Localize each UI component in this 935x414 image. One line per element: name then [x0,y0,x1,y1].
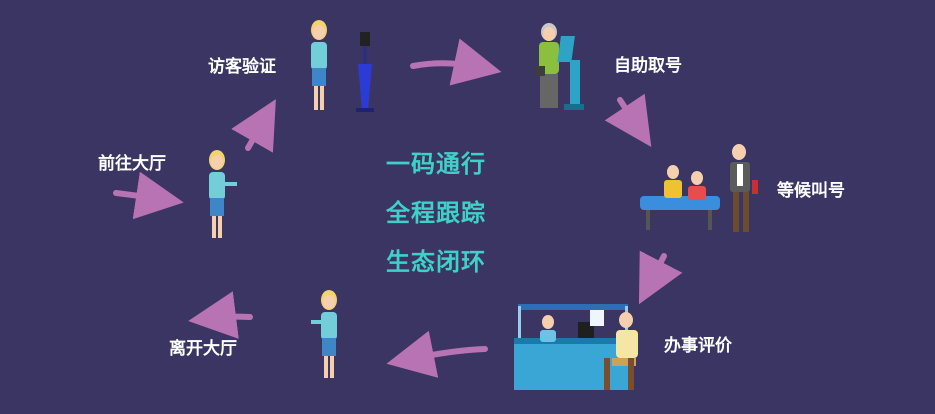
arrow-enter [113,171,184,220]
arrow-to-ticket [410,38,502,86]
woman-figure-exit [311,290,337,378]
step-label-service-review: 办事评价 [664,336,732,356]
arrow-to-exit-left [386,330,488,378]
step-label-enter-hall: 前往大厅 [98,154,166,174]
ticket-kiosk-scene [535,23,584,110]
woman-figure-entrance [209,150,237,238]
step-label-self-ticket: 自助取号 [614,56,682,76]
woman-figure-verify [311,20,327,110]
step-label-visitor-verify: 访客验证 [208,57,276,77]
service-counter-scene [514,304,638,390]
arrow-to-verify [231,99,276,153]
step-label-leave-hall: 离开大厅 [169,339,237,359]
slogan-line-1: 一码通行 [386,150,486,178]
arrow-leave [188,291,253,339]
step-label-wait-call: 等候叫号 [777,181,845,201]
waiting-area-scene [640,144,758,232]
slogan-line-3: 生态闭环 [386,248,486,276]
slogan-line-2: 全程跟踪 [386,199,486,227]
arrow-to-service [638,250,683,305]
verification-stand [356,32,374,112]
arrow-to-wait [604,93,652,147]
